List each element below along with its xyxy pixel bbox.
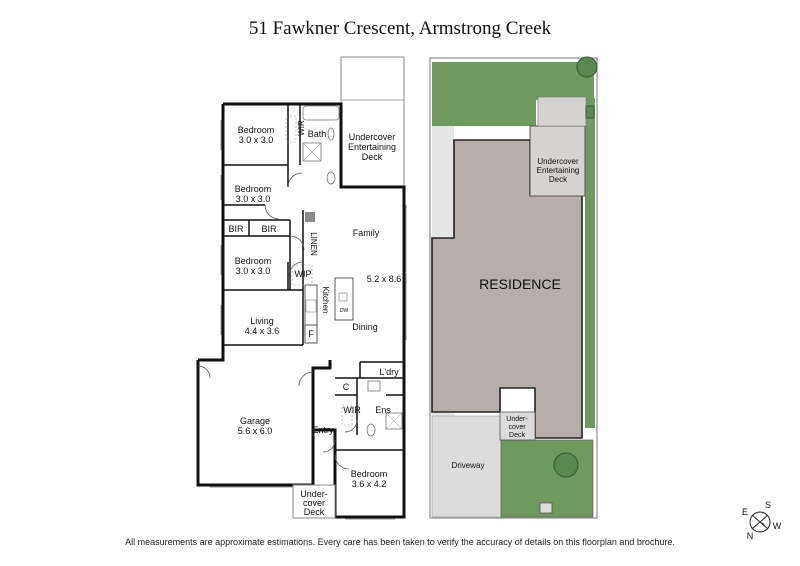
dw-label: DW [340,308,349,314]
ens-label: Ens [375,405,391,415]
disclaimer: All measurements are approximate estimat… [125,537,675,547]
compass-rose-icon [749,511,771,533]
wir1-label: WIR [297,120,306,136]
compass-n: N [747,531,754,541]
siteplan: RESIDENCE Undercover Entertaining Deck U… [429,56,598,519]
bedroom1-name: Bedroom [238,125,275,135]
site-front-deck-line2: cover [508,424,526,431]
floorplan: Bedroom 3.0 x 3.0 WIR Bath Undercover En… [196,56,407,520]
bedroom4-name: Bedroom [351,469,388,479]
page-title: 51 Fawkner Crescent, Armstrong Creek [248,18,552,39]
deck-front [292,484,336,519]
tree-icon [576,56,598,78]
compass-w: W [773,521,782,531]
linen-label: LINEN [309,232,318,256]
garage-name: Garage [240,416,270,426]
deck-top-line2: Entertaining [348,142,396,152]
deck-front-line1: Under- [300,489,328,499]
windows [210,120,407,520]
site-deck [529,125,586,197]
bir1-label: BIR [228,224,244,234]
driveway-label: Driveway [452,461,485,470]
site-deck-line2: Entertaining [537,166,580,175]
site-front-deck [499,411,536,441]
site-deck-line1: Undercover [537,157,579,166]
compass-e: E [742,507,748,517]
bathtub [302,105,340,121]
deck-top-line1: Undercover [349,132,396,142]
deck-front-line2: cover [303,498,325,508]
bedroom2-name: Bedroom [235,184,272,194]
bedroom3-size: 3.0 x 3.0 [236,266,271,276]
interior-walls [223,104,404,451]
bedroom3-name: Bedroom [235,256,272,266]
bir2-label: BIR [261,224,277,234]
dining-label: Dining [352,322,378,332]
laundry-label: L'dry [379,367,399,377]
living-name: Living [250,316,274,326]
cupboard-label: C [343,382,350,392]
family-label: Family [353,228,380,238]
residence-label: RESIDENCE [479,276,561,292]
fridge-label: F [308,329,314,339]
tree-icon [553,452,579,478]
wip-label: WIP [295,269,312,279]
site-deck-line3: Deck [549,175,568,184]
compass: S W E N [742,500,782,541]
living-size: 4.4 x 3.6 [245,326,280,336]
kitchen-island [334,277,354,321]
bedroom4-size: 3.6 x 4.2 [352,479,387,489]
toilet [326,171,336,185]
bedroom1-size: 3.0 x 3.0 [239,135,274,145]
bath-label: Bath [308,129,327,139]
deck-top-line3: Deck [362,152,383,162]
doors [197,172,358,470]
bedroom2-size: 3.0 x 3.0 [236,194,271,204]
entry-label: Entry [312,425,334,435]
basin [327,127,335,141]
wir2-label: WIR [343,405,361,415]
garage-size: 5.6 x 6.0 [238,426,273,436]
kitchen-size: 5.2 x 8.6 [367,274,402,284]
kitchen-label: Kitchen [321,287,330,314]
site-front-deck-line3: Deck [509,432,525,439]
deck-front-line3: Deck [304,507,325,517]
compass-s: S [765,500,771,510]
driveway [431,415,502,518]
site-front-deck-line1: Under- [506,416,528,423]
deck-top [340,56,405,188]
